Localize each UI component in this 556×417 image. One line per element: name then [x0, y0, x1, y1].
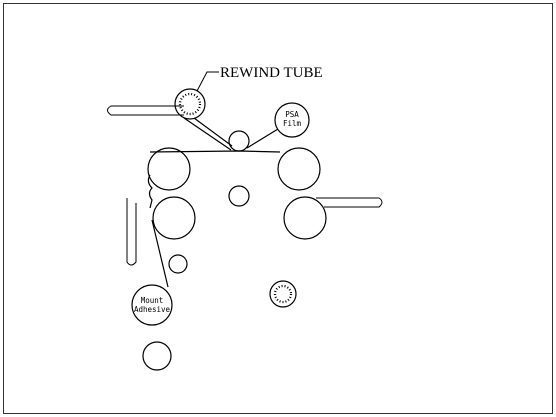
diagram-border [3, 3, 553, 414]
lower-right-spool [269, 280, 297, 308]
lower-left-main-roller [152, 196, 196, 240]
left-vertical-slot [126, 198, 137, 266]
mount-adhesive-roll: Mount Adhesive [131, 284, 173, 326]
idler-roller-top [228, 130, 250, 152]
small-guide-roller [168, 254, 188, 274]
rewind-tube-leader-line [196, 71, 219, 92]
web-paths [147, 117, 281, 288]
mount-adhesive-label-line1: Mount [141, 296, 164, 305]
bottom-roller [142, 341, 172, 371]
psa-film-roll: PSA Film [274, 102, 310, 138]
mount-adhesive-label-line2: Adhesive [134, 305, 171, 314]
upper-left-tray [107, 105, 184, 116]
psa-film-label-line2: Film [283, 119, 302, 128]
upper-right-main-roller [277, 147, 321, 191]
idler-roller-middle [228, 185, 250, 207]
rewind-tube-roll [174, 88, 206, 120]
rewind-tube-callout: REWIND TUBE [220, 65, 323, 81]
lower-right-main-roller [283, 196, 327, 240]
right-tray [316, 197, 383, 208]
upper-left-main-roller [147, 147, 191, 191]
psa-film-label-line1: PSA [285, 110, 299, 119]
